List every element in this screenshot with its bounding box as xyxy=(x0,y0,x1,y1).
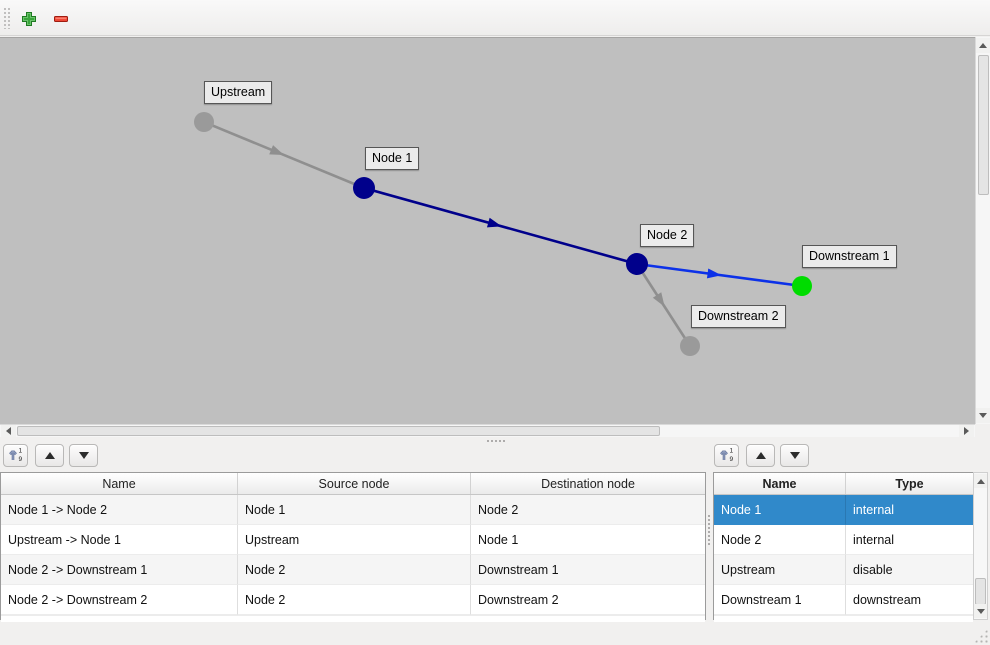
edge-arrow-icon xyxy=(269,145,285,156)
down-arrow-icon xyxy=(78,452,89,459)
up-arrow-icon xyxy=(44,452,55,459)
table-row-selected[interactable]: Node 1 internal xyxy=(714,495,973,525)
scroll-down-arrow[interactable] xyxy=(976,408,990,423)
up-arrow-icon xyxy=(755,452,766,459)
splitter-grip-icon xyxy=(486,439,506,443)
minus-icon xyxy=(52,10,72,28)
link-name-cell[interactable]: Node 2 -> Downstream 1 xyxy=(1,555,238,585)
table-row[interactable]: Node 2 -> Downstream 1 Node 2 Downstream… xyxy=(1,555,705,585)
graph-node[interactable] xyxy=(680,336,700,356)
destination-node-cell[interactable]: Node 2 xyxy=(471,495,705,525)
scroll-down-arrow[interactable] xyxy=(974,604,987,618)
nodes-table-header: Name Type xyxy=(714,473,973,495)
column-header-name[interactable]: Name xyxy=(714,473,846,494)
column-header-name[interactable]: Name xyxy=(1,473,238,494)
source-node-cell[interactable]: Node 1 xyxy=(238,495,471,525)
scroll-right-arrow[interactable] xyxy=(959,425,974,437)
links-table-header: Name Source node Destination node xyxy=(1,473,705,495)
edge-arrow-icon xyxy=(706,268,722,279)
table-empty-space xyxy=(1,615,705,622)
nodes-table: Name Type Node 1 internal Node 2 interna… xyxy=(713,472,974,622)
destination-node-cell[interactable]: Node 1 xyxy=(471,525,705,555)
sort-ascending-icon: 1 9 xyxy=(719,446,735,465)
main-toolbar xyxy=(0,0,990,36)
destination-node-cell[interactable]: Downstream 1 xyxy=(471,555,705,585)
column-header-destination-node[interactable]: Destination node xyxy=(541,476,635,491)
node-type-cell[interactable]: internal xyxy=(846,495,973,525)
canvas-vertical-scrollbar[interactable] xyxy=(975,37,990,424)
scroll-up-arrow[interactable] xyxy=(976,38,990,53)
window-resize-grip[interactable] xyxy=(974,629,988,643)
node-label[interactable]: Downstream 2 xyxy=(691,305,786,328)
horizontal-scroll-thumb[interactable] xyxy=(17,426,660,436)
table-row[interactable]: Node 1 -> Node 2 Node 1 Node 2 xyxy=(1,495,705,525)
vertical-scroll-thumb[interactable] xyxy=(975,578,986,605)
node-label[interactable]: Upstream xyxy=(204,81,273,104)
left-move-up-button[interactable] xyxy=(35,444,64,467)
toolbar-drag-handle[interactable] xyxy=(3,7,11,29)
node-label[interactable]: Node 1 xyxy=(365,147,420,170)
left-sort-button[interactable]: 1 9 xyxy=(3,444,28,467)
table-empty-space xyxy=(714,615,973,622)
edge-arrow-icon xyxy=(652,292,665,307)
svg-text:1: 1 xyxy=(729,448,733,455)
column-header-type[interactable]: Type xyxy=(895,476,924,491)
nodes-table-scrollbar[interactable] xyxy=(973,472,988,620)
sort-ascending-icon: 1 9 xyxy=(8,446,24,465)
vertical-scroll-thumb[interactable] xyxy=(978,55,989,195)
link-name-cell[interactable]: Node 1 -> Node 2 xyxy=(1,495,238,525)
graph-node[interactable] xyxy=(792,276,812,296)
table-splitter[interactable] xyxy=(705,472,713,620)
graph-node[interactable] xyxy=(626,253,648,275)
source-node-cell[interactable]: Upstream xyxy=(238,525,471,555)
node-type-cell[interactable]: downstream xyxy=(846,585,973,615)
source-node-cell[interactable]: Node 2 xyxy=(238,585,471,615)
svg-text:9: 9 xyxy=(729,456,733,462)
scroll-left-arrow[interactable] xyxy=(1,425,16,437)
node-label[interactable]: Node 2 xyxy=(640,224,695,247)
splitter-grip-icon xyxy=(707,514,711,546)
table-row[interactable]: Upstream disable xyxy=(714,555,973,585)
table-row[interactable]: Node 2 internal xyxy=(714,525,973,555)
svg-text:1: 1 xyxy=(18,448,22,455)
node-name-cell[interactable]: Downstream 1 xyxy=(714,585,846,615)
remove-button[interactable] xyxy=(52,9,72,29)
graph-node[interactable] xyxy=(353,177,375,199)
canvas-horizontal-scrollbar[interactable] xyxy=(0,424,975,437)
network-graph xyxy=(194,112,812,356)
scrollbar-corner xyxy=(975,424,990,437)
table-row[interactable]: Node 2 -> Downstream 2 Node 2 Downstream… xyxy=(1,585,705,615)
table-row[interactable]: Downstream 1 downstream xyxy=(714,585,973,615)
down-arrow-icon xyxy=(789,452,800,459)
node-name-cell[interactable]: Node 2 xyxy=(714,525,846,555)
table-row[interactable]: Upstream -> Node 1 Upstream Node 1 xyxy=(1,525,705,555)
svg-text:9: 9 xyxy=(18,456,22,462)
right-move-up-button[interactable] xyxy=(746,444,775,467)
plus-icon xyxy=(20,10,40,28)
link-name-cell[interactable]: Node 2 -> Downstream 2 xyxy=(1,585,238,615)
scroll-up-arrow[interactable] xyxy=(974,474,987,488)
node-name-cell[interactable]: Upstream xyxy=(714,555,846,585)
node-type-cell[interactable]: internal xyxy=(846,525,973,555)
node-name-cell[interactable]: Node 1 xyxy=(714,495,846,525)
right-sort-button[interactable]: 1 9 xyxy=(714,444,739,467)
links-table: Name Source node Destination node Node 1… xyxy=(0,472,706,622)
node-type-cell[interactable]: disable xyxy=(846,555,973,585)
edge-arrow-icon xyxy=(486,217,502,228)
column-header-source-node[interactable]: Source node xyxy=(238,473,471,494)
link-name-cell[interactable]: Upstream -> Node 1 xyxy=(1,525,238,555)
pane-splitter[interactable] xyxy=(0,437,990,445)
right-move-down-button[interactable] xyxy=(780,444,809,467)
node-label[interactable]: Downstream 1 xyxy=(802,245,897,268)
destination-node-cell[interactable]: Downstream 2 xyxy=(471,585,705,615)
source-node-cell[interactable]: Node 2 xyxy=(238,555,471,585)
graph-node[interactable] xyxy=(194,112,214,132)
add-button[interactable] xyxy=(20,9,40,29)
left-move-down-button[interactable] xyxy=(69,444,98,467)
